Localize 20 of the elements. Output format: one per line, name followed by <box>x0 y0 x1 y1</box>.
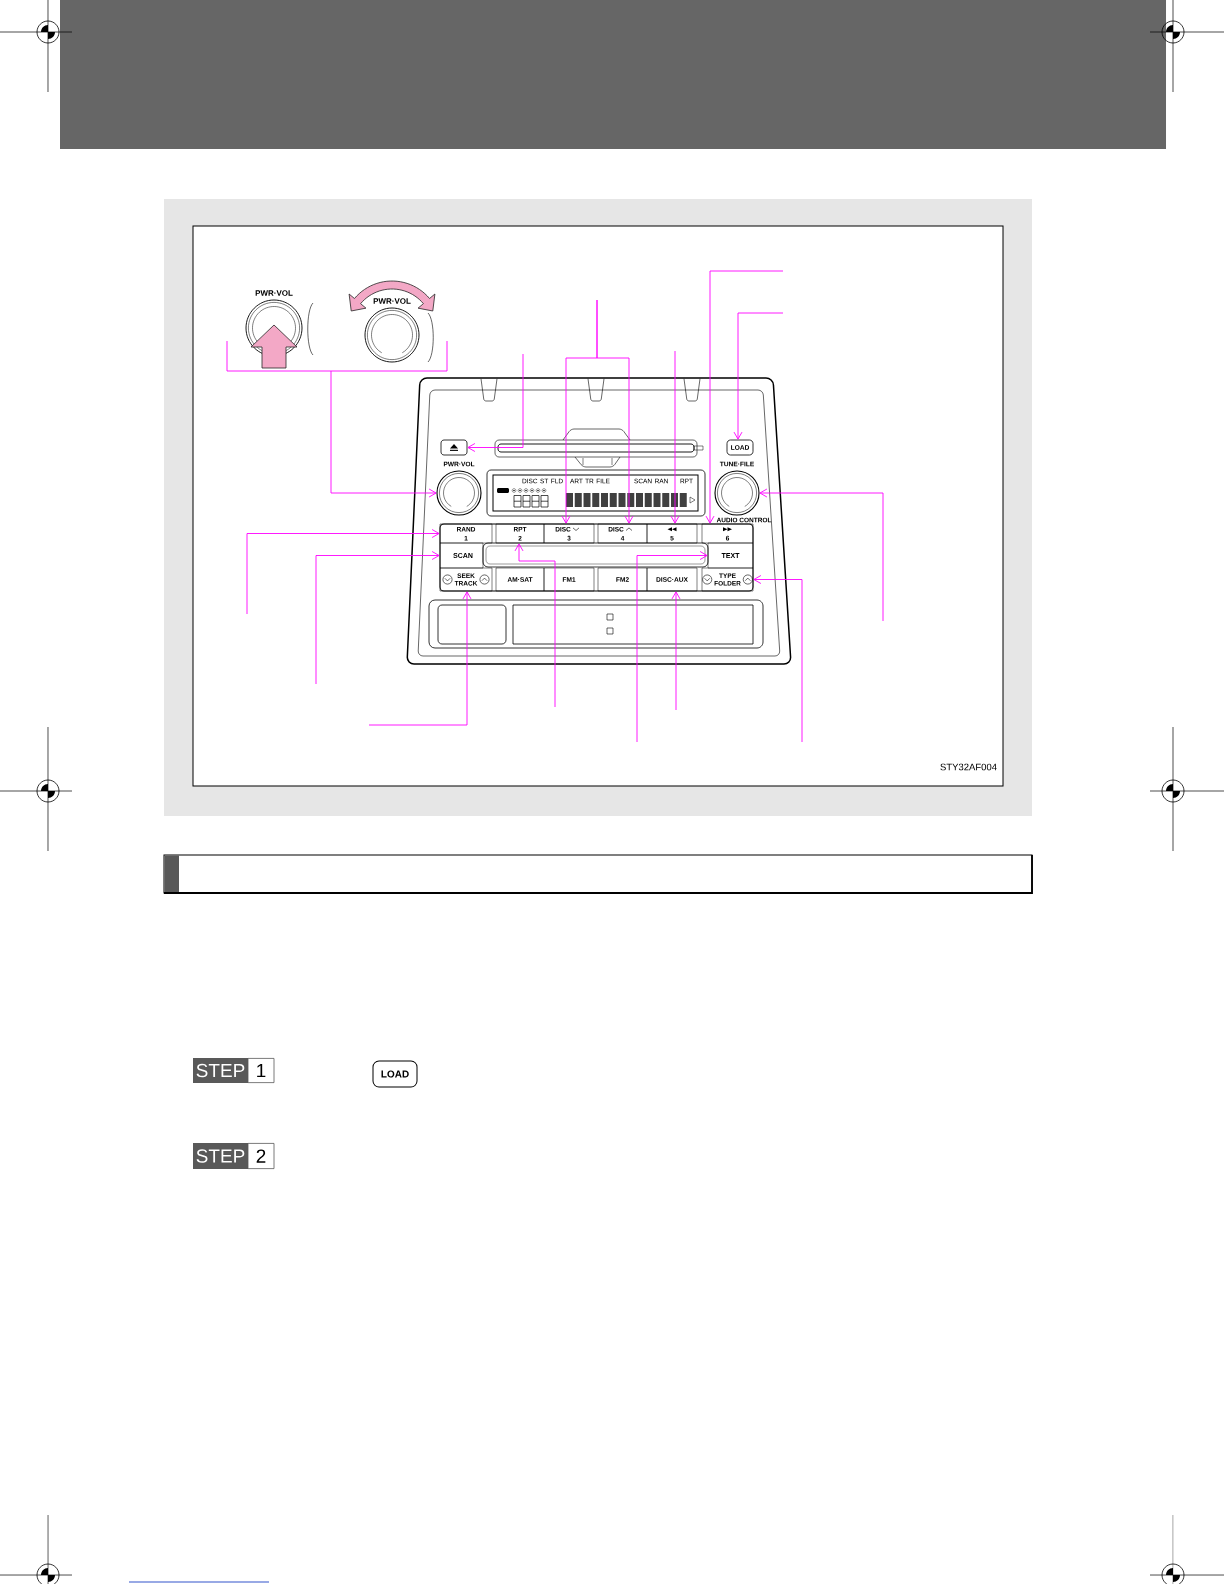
eject-button <box>440 439 468 456</box>
leader-line <box>596 299 634 524</box>
leader-line <box>467 353 524 452</box>
step-badge: STEP 1 <box>193 1058 275 1083</box>
leader-line <box>671 591 681 711</box>
leader-line <box>330 370 437 498</box>
blank-plate <box>437 604 507 645</box>
leader-line <box>759 488 884 622</box>
leader-line <box>368 591 472 726</box>
leader-line <box>246 529 440 615</box>
step-badge: STEP 2 <box>193 1143 275 1169</box>
leader-line <box>514 543 556 708</box>
leader-line <box>753 575 803 743</box>
figure-code: STY32AF004 <box>940 763 997 771</box>
leader-line <box>315 551 440 685</box>
leader-line <box>705 270 784 524</box>
leader-line <box>670 350 680 524</box>
leader-line <box>636 551 708 743</box>
leader-line <box>733 312 784 440</box>
knob: PWR·VOL <box>364 298 420 363</box>
